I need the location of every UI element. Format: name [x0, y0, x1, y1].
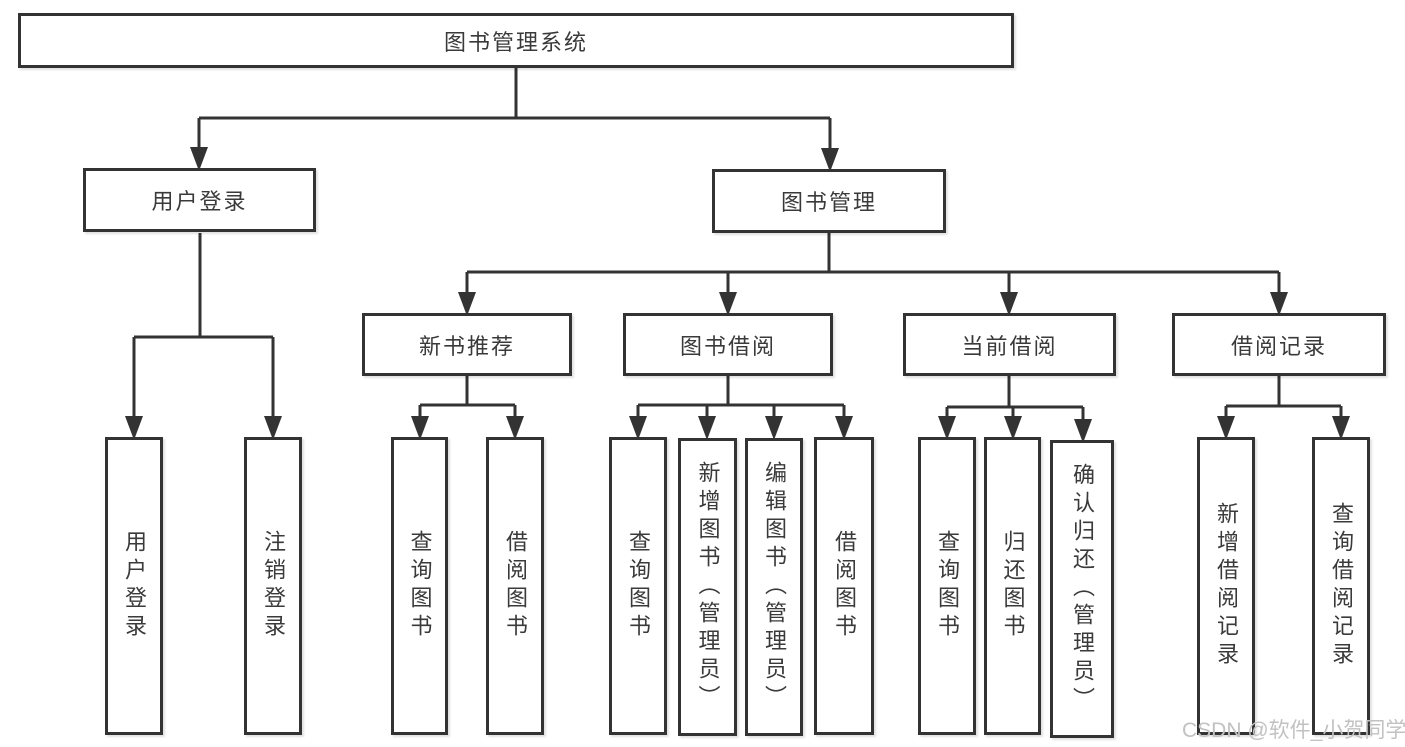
- leaf-bb-edit-books-label: 编辑图书（管理员）: [762, 461, 787, 713]
- leaf-nb-query-books: 查询图书: [391, 437, 448, 735]
- leaf-bb-query-books: 查询图书: [609, 437, 667, 735]
- node-root-label: 图书管理系统: [443, 29, 588, 55]
- leaf-br-query-record-label: 查询借阅记录: [1329, 502, 1354, 670]
- leaf-user-login: 用户登录: [105, 437, 163, 735]
- node-book-management-module: 图书管理: [712, 169, 946, 233]
- leaf-bb-add-books-label: 新增图书（管理员）: [695, 461, 721, 713]
- leaf-logout: 注销登录: [244, 437, 302, 735]
- node-new-book-recommend: 新书推荐: [362, 313, 572, 376]
- node-root: 图书管理系统: [18, 13, 1014, 68]
- leaf-nb-query-books-label: 查询图书: [407, 530, 433, 642]
- node-book-borrowing-label: 图书借阅: [679, 333, 776, 359]
- leaf-bb-query-books-label: 查询图书: [626, 530, 651, 642]
- node-borrowing-records-label: 借阅记录: [1230, 333, 1327, 359]
- leaf-cb-confirm-return: 确认归还（管理员）: [1050, 440, 1114, 738]
- leaf-bb-borrow-books: 借阅图书: [814, 437, 874, 735]
- node-current-borrowing: 当前借阅: [903, 313, 1116, 376]
- leaf-nb-borrow-books-label: 借阅图书: [503, 530, 528, 642]
- node-current-borrowing-label: 当前借阅: [961, 333, 1058, 359]
- leaf-br-add-record: 新增借阅记录: [1197, 437, 1255, 735]
- leaf-logout-label: 注销登录: [261, 530, 286, 642]
- leaf-cb-query-books-label: 查询图书: [935, 530, 960, 642]
- leaf-nb-borrow-books: 借阅图书: [486, 437, 544, 735]
- leaf-cb-query-books: 查询图书: [918, 437, 976, 735]
- leaf-cb-return-books-label: 归还图书: [1000, 530, 1026, 642]
- leaf-br-query-record: 查询借阅记录: [1312, 437, 1370, 735]
- leaf-cb-confirm-return-label: 确认归还（管理员）: [1070, 463, 1095, 715]
- leaf-bb-borrow-books-label: 借阅图书: [832, 530, 857, 642]
- leaf-cb-return-books: 归还图书: [984, 437, 1041, 735]
- node-borrowing-records: 借阅记录: [1172, 313, 1386, 376]
- node-user-login-module: 用户登录: [83, 168, 316, 232]
- node-book-management-module-label: 图书管理: [780, 190, 877, 215]
- leaf-br-add-record-label: 新增借阅记录: [1214, 502, 1239, 670]
- leaf-bb-add-books: 新增图书（管理员）: [678, 438, 737, 736]
- node-new-book-recommend-label: 新书推荐: [418, 333, 515, 359]
- leaf-bb-edit-books: 编辑图书（管理员）: [745, 438, 803, 736]
- csdn-watermark: CSDN @软件_小贺同学: [1182, 719, 1405, 742]
- leaf-user-login-label: 用户登录: [122, 530, 147, 642]
- node-book-borrowing: 图书借阅: [623, 313, 833, 376]
- node-user-login-module-label: 用户登录: [151, 189, 248, 214]
